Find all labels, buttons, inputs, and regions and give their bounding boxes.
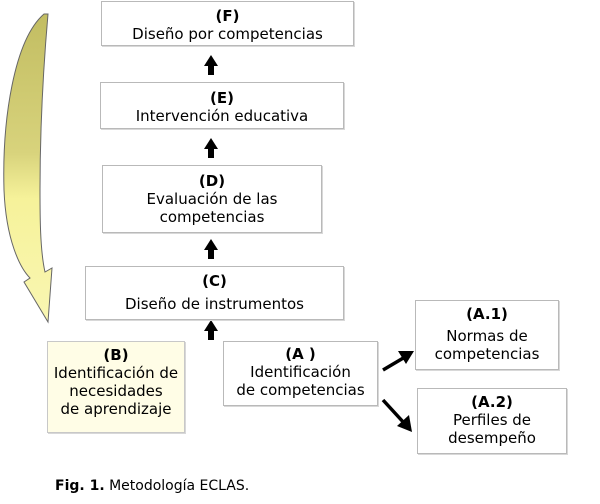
box-a1-text: Normas de competencias [434,327,540,363]
box-b: (B) Identificación de necesidades de apr… [47,341,185,433]
box-b-code: (B) [103,346,129,364]
box-a-text: Identificación de competencias [236,363,365,399]
box-a2-code: (A.2) [471,393,513,411]
figure-caption: Fig. 1. Metodología ECLAS. [55,478,249,494]
arrow-up-a-to-c [204,320,218,340]
box-a1-code: (A.1) [466,305,508,323]
figure-caption-text: Metodología ECLAS. [109,478,250,494]
box-b-text: Identificación de necesidades de aprendi… [53,364,179,418]
box-d-text: Evaluación de las competencias [146,190,278,226]
box-c: (C) Diseño de instrumentos [85,266,344,320]
arrow-up-d-to-e [204,138,218,158]
box-e-text: Intervención educativa [135,107,309,125]
arrow-up-c-to-d [204,239,218,259]
arrow-a-to-a1 [382,351,414,372]
box-e: (E) Intervención educativa [100,82,344,129]
box-f-code: (F) [215,7,240,25]
box-f-text: Diseño por competencias [132,25,323,43]
box-d: (D) Evaluación de las competencias [102,165,322,233]
box-a: (A ) Identificación de competencias [223,341,378,406]
box-c-text: Diseño de instrumentos [125,295,304,313]
box-e-code: (E) [210,89,234,107]
box-a2: (A.2) Perfiles de desempeño [417,388,567,454]
box-d-code: (D) [198,172,226,190]
box-f: (F) Diseño por competencias [101,1,354,46]
box-c-code: (C) [202,272,227,290]
figure-caption-label: Fig. 1. [55,478,105,494]
box-a2-text: Perfiles de desempeño [448,411,536,447]
arrow-up-e-to-f [204,55,218,75]
feedback-curved-arrow [3,13,53,324]
arrow-a-to-a2 [381,398,412,432]
box-a-code: (A ) [285,345,316,363]
box-a1: (A.1) Normas de competencias [415,300,559,370]
